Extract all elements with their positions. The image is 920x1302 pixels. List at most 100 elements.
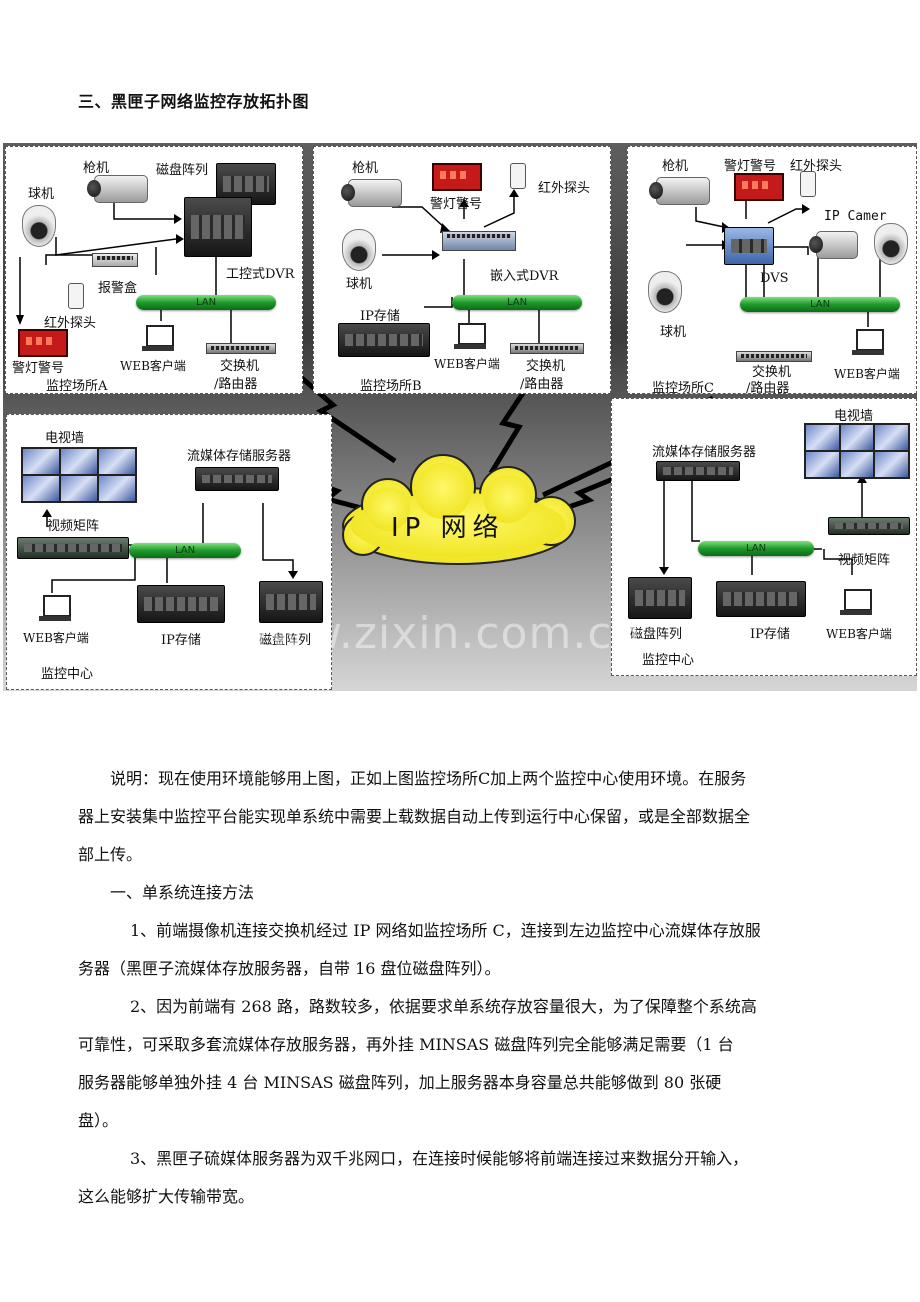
site-a-web-client-label: WEB客户端	[120, 359, 186, 373]
method-heading: 一、单系统连接方法	[78, 874, 856, 912]
center-right-disk-array	[628, 577, 692, 619]
center-right-web-client	[840, 589, 872, 615]
link-bolt-site-a	[271, 351, 397, 464]
center-right-ip-storage-label: IP存储	[750, 627, 790, 642]
site-b-ip-storage	[338, 323, 430, 357]
center-right-ip-storage	[716, 581, 806, 617]
item-1-line-1: 1、前端摄像机连接交换机经过 IP 网络如监控场所 C，连接到左边监控中心流媒体…	[130, 921, 761, 940]
site-c-panel: 枪机 警灯警号 红外探头 IP Camer DVS 球机 LAN 交换机 WEB…	[627, 146, 917, 396]
item-3-paragraph: 3、黑匣子硫媒体服务器为双千兆网口，在连接时候能够将前端连接过来数据分开输入， …	[78, 1140, 856, 1216]
site-b-embedded-dvr	[442, 231, 516, 251]
center-left-lan-label: LAN	[174, 545, 196, 556]
site-b-ir-probe-label: 红外探头	[538, 181, 591, 196]
site-b-panel: 枪机 警灯警号 红外探头 球机 嵌入式DVR IP存储 LAN WEB客户端 交…	[313, 146, 611, 394]
site-c-web-client	[852, 329, 884, 355]
item-3-line-2: 这么能够扩大传输带宽。	[78, 1187, 255, 1206]
site-a-lan-label: LAN	[195, 297, 217, 308]
site-a-alarm-light	[18, 329, 68, 357]
site-c-dome-camera-label: 球机	[660, 325, 687, 340]
site-c-router-label: /路由器	[746, 381, 790, 396]
center-right-server-label: 流媒体存储服务器	[652, 445, 757, 460]
site-c-lan-label: LAN	[809, 299, 831, 310]
note-line-2: 器上安装集中监控平台能实现单系统中需要上载数据自动上传到运行中心保留，或是全部数…	[78, 807, 751, 826]
center-right-tv-wall	[804, 423, 910, 479]
center-right-matrix-label: 视频矩阵	[838, 553, 891, 568]
site-a-gun-camera	[87, 175, 148, 203]
item-2-line-4: 盘）。	[78, 1111, 119, 1130]
center-left-video-matrix	[17, 537, 129, 559]
site-a-name: 监控场所A	[46, 379, 108, 394]
item-2-line-2: 可靠性，可采取多套流媒体存放服务器，再外挂 MINSAS 磁盘阵列完全能够满足需…	[78, 1035, 734, 1054]
site-c-dvs	[724, 227, 774, 265]
site-a-disk-array-label: 磁盘阵列	[156, 163, 209, 178]
site-b-dome-camera	[342, 229, 376, 271]
center-right-disk-array-label: 磁盘阵列	[630, 627, 683, 642]
section-heading: 三、黑匣子网络监控存放拓扑图	[78, 92, 310, 111]
center-left-disk-array	[259, 581, 323, 623]
site-a-switch	[206, 343, 276, 354]
center-right-tv-wall-label: 电视墙	[834, 409, 874, 424]
site-b-dome-camera-label: 球机	[346, 277, 373, 292]
site-a-web-client	[142, 325, 174, 351]
site-c-switch	[736, 351, 812, 362]
site-b-alarm-light	[432, 163, 482, 191]
site-b-web-client	[454, 323, 486, 349]
center-right-web-client-label: WEB客户端	[826, 627, 892, 641]
site-a-alarm-light-label: 警灯警号	[12, 361, 65, 376]
center-right-lan-label: LAN	[745, 543, 767, 554]
site-c-lan-bar: LAN	[740, 297, 900, 312]
note-line-1: 说明：现在使用环境能够用上图，正如上图监控场所C加上两个监控中心使用环境。在服务	[110, 769, 747, 788]
site-b-ir-probe	[510, 163, 526, 189]
center-right-lan-bar: LAN	[698, 541, 814, 556]
site-c-ip-camera	[809, 231, 858, 259]
site-b-web-client-label: WEB客户端	[434, 357, 500, 371]
site-b-router-label: /路由器	[520, 377, 564, 392]
site-b-switch-label: 交换机	[526, 359, 566, 374]
center-left-web-client-label: WEB客户端	[23, 631, 89, 645]
site-b-lan-bar: LAN	[452, 295, 582, 310]
site-a-lan-bar: LAN	[136, 295, 276, 310]
site-c-gun-camera-label: 枪机	[662, 159, 689, 174]
site-a-alarm-box-label: 报警盒	[98, 281, 138, 296]
item-1-paragraph: 1、前端摄像机连接交换机经过 IP 网络如监控场所 C，连接到左边监控中心流媒体…	[78, 912, 856, 988]
note-paragraph: 说明：现在使用环境能够用上图，正如上图监控场所C加上两个监控中心使用环境。在服务…	[78, 760, 856, 874]
site-a-dome-camera-label: 球机	[28, 187, 55, 202]
site-b-switch	[510, 343, 584, 354]
site-a-gun-camera-label: 枪机	[83, 161, 110, 176]
center-right-wiring	[659, 471, 867, 575]
site-a-industrial-dvr	[184, 197, 252, 257]
site-c-name: 监控场所C	[652, 381, 714, 396]
link-bolt-site-b	[488, 391, 526, 475]
site-c-ip-dome	[874, 223, 908, 265]
site-c-alarm-light	[734, 173, 784, 201]
cloud-label: IP 网络	[391, 513, 505, 543]
network-topology-diagram: IP 网络 枪机 磁盘阵列 球机	[3, 143, 917, 691]
item-2-line-3: 服务器能够单独外挂 4 台 MINSAS 磁盘阵列，加上服务器本身容量总共能够做…	[78, 1073, 722, 1092]
item-3-line-1: 3、黑匣子硫媒体服务器为双千兆网口，在连接时候能够将前端连接过来数据分开输入，	[130, 1149, 749, 1168]
item-2-line-1: 2、因为前端有 268 路，路数较多，依据要求单系统存放容量很大，为了保障整个系…	[130, 997, 757, 1016]
center-left-ip-storage-label: IP存储	[161, 633, 201, 648]
note-line-3: 部上传。	[78, 845, 143, 864]
site-c-ip-camera-label: IP Camer	[824, 209, 887, 224]
center-left-web-client	[39, 595, 71, 621]
center-left-disk-array-label: 磁盘阵列	[259, 633, 312, 648]
method-title: 一、单系统连接方法	[110, 883, 255, 902]
center-right-panel: 电视墙 流媒体存储服务器 LAN 视频矩阵 磁盘阵列 IP存储 WEB客户端 监…	[611, 398, 917, 676]
site-c-dome-camera	[648, 271, 682, 313]
ip-network-cloud	[342, 454, 576, 565]
network-links	[271, 351, 715, 565]
center-right-name: 监控中心	[642, 653, 695, 668]
center-left-tv-wall-label: 电视墙	[45, 431, 85, 446]
site-a-ir-probe-label: 红外探头	[44, 316, 97, 331]
site-a-dome-camera	[22, 205, 56, 247]
site-a-panel: 枪机 磁盘阵列 球机 报警盒 工控式DVR 红外探头 LAN 警灯警号 WEB客…	[5, 146, 303, 394]
center-left-name: 监控中心	[41, 667, 94, 682]
site-c-ir-probe-label: 红外探头	[790, 159, 843, 174]
site-a-alarm-box	[92, 253, 138, 267]
site-a-dvr-label: 工控式DVR	[226, 267, 295, 282]
site-c-ir-probe	[800, 171, 816, 197]
site-b-name: 监控场所B	[360, 379, 422, 394]
item-1-line-2: 务器（黑匣子流媒体存放服务器，自带 16 盘位磁盘阵列）。	[78, 959, 501, 978]
site-a-switch-label: 交换机	[220, 359, 260, 374]
site-c-web-client-label: WEB客户端	[834, 367, 900, 381]
